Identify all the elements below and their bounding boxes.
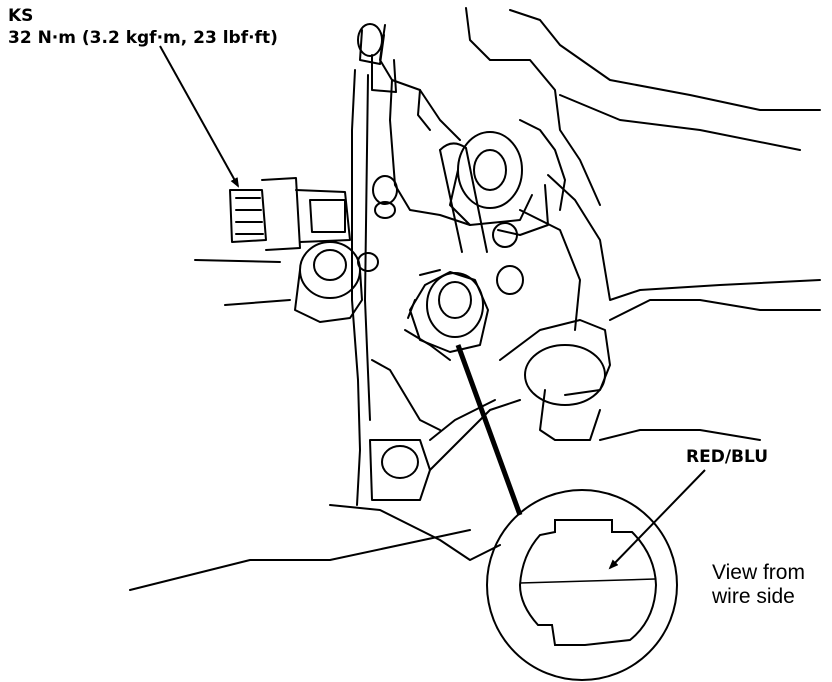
connector-leader — [455, 344, 523, 516]
block-left-edge-inner — [364, 74, 371, 421]
torque-spec-label: 32 N·m (3.2 kgf·m, 23 lbf·ft) — [8, 28, 278, 48]
view-caption-line1: View from — [712, 561, 805, 584]
wire-color-label: RED/BLU — [686, 447, 769, 467]
ks-leader-arrow — [159, 45, 239, 188]
view-caption-line2: wire side — [712, 585, 795, 608]
upper-housing — [465, 7, 601, 206]
harness-pipe — [439, 149, 463, 253]
ks-sensor-body — [229, 189, 267, 243]
ks-label: KS — [8, 6, 34, 26]
red-blu-arrow — [608, 469, 706, 570]
block-left-edge — [351, 69, 361, 506]
connector-face-view — [486, 489, 678, 681]
